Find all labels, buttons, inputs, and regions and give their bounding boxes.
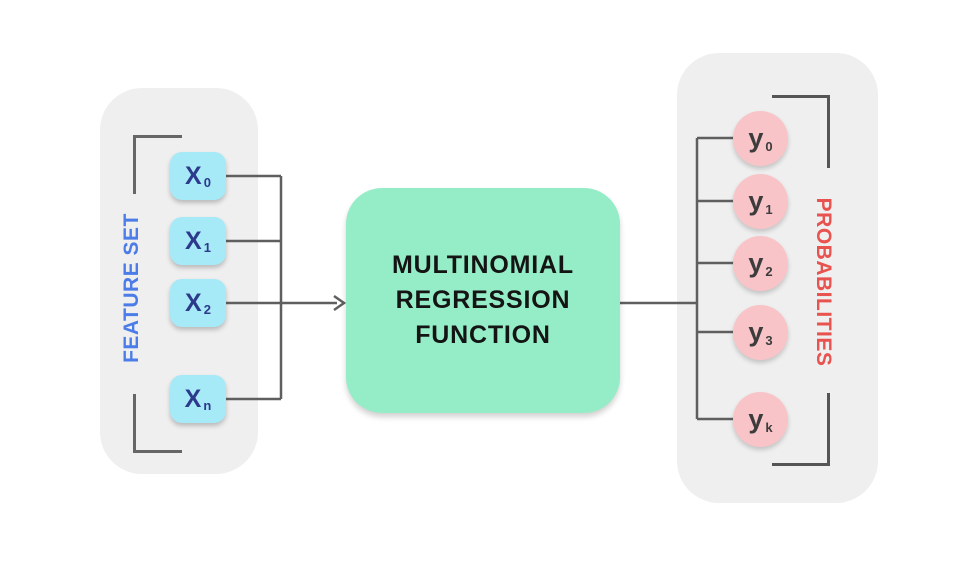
node-subscript: 3 xyxy=(765,333,773,348)
node-subscript: 1 xyxy=(765,202,773,217)
node-base: X xyxy=(184,384,202,413)
node-base: y xyxy=(748,404,764,434)
feature-set-bracket-bottom xyxy=(133,394,182,453)
processor-title-line: MULTINOMIAL xyxy=(392,251,574,279)
node-subscript: 2 xyxy=(765,264,773,279)
probabilities-bracket-top xyxy=(772,95,830,168)
feature-set-label: FEATURE SET xyxy=(120,213,143,363)
node-subscript: 0 xyxy=(203,174,211,190)
probabilities-bracket-bottom xyxy=(772,393,830,466)
node-subscript: 0 xyxy=(765,139,773,154)
node-subscript: n xyxy=(203,397,212,413)
probabilities-label: PROBABILITIES xyxy=(812,197,835,367)
node-subscript: 2 xyxy=(203,301,211,317)
node-base: y xyxy=(748,186,764,216)
node-subscript: k xyxy=(765,420,773,435)
processor-box: MULTINOMIAL REGRESSION FUNCTION xyxy=(346,188,620,413)
node-base: y xyxy=(748,248,764,278)
node-base: X xyxy=(185,226,202,255)
processor-title-line: FUNCTION xyxy=(415,321,551,349)
node-subscript: 1 xyxy=(203,239,211,255)
processor-title-line: REGRESSION xyxy=(395,286,571,314)
arrowhead xyxy=(333,294,347,312)
node-base: y xyxy=(748,123,764,153)
feature-set-bracket-top xyxy=(133,135,182,194)
node-base: X xyxy=(185,161,202,190)
node-base: y xyxy=(748,317,764,347)
node-base: X xyxy=(185,288,202,317)
